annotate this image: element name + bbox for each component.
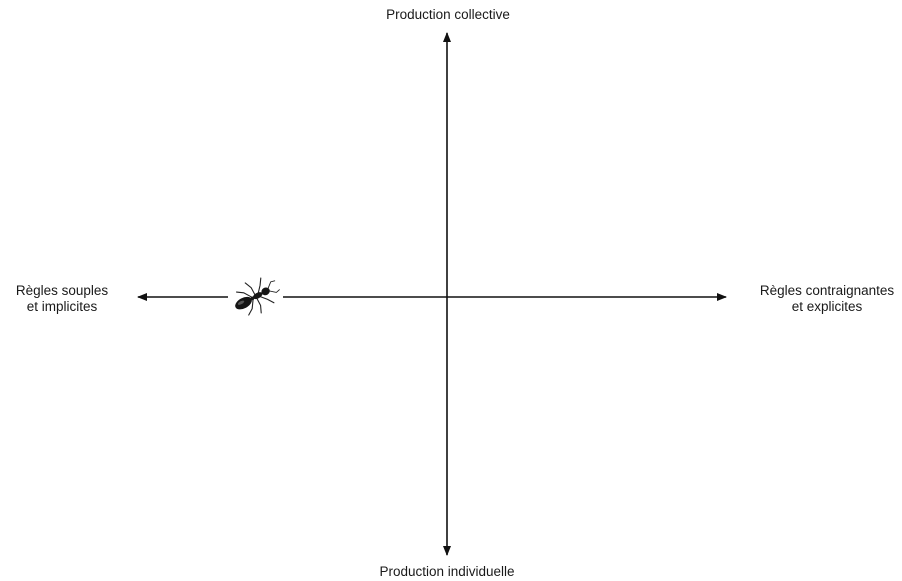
top-axis-label-text: Production collective bbox=[348, 7, 548, 23]
ant-icon bbox=[228, 270, 285, 322]
right-axis-label-line2: et explicites bbox=[748, 299, 902, 315]
left-axis-label: Règles souples et implicites bbox=[0, 283, 124, 315]
left-axis-label-line2: et implicites bbox=[0, 299, 124, 315]
bottom-axis-label-text: Production individuelle bbox=[347, 564, 547, 580]
bottom-axis-label: Production individuelle bbox=[347, 564, 547, 580]
left-axis-label-line1: Règles souples bbox=[0, 283, 124, 299]
right-axis-label: Règles contraignantes et explicites bbox=[748, 283, 902, 315]
right-axis-label-line1: Règles contraignantes bbox=[748, 283, 902, 299]
top-axis-label: Production collective bbox=[348, 7, 548, 23]
